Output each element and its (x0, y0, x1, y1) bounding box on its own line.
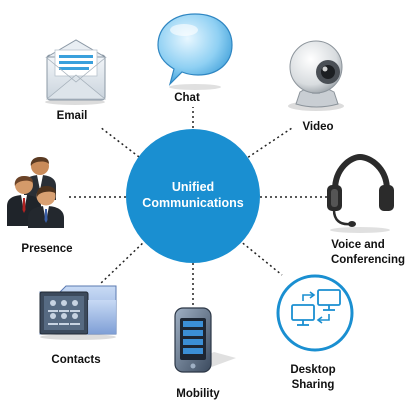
folder-contacts-icon (39, 285, 117, 340)
speech-bubble-icon (157, 13, 233, 90)
label-voice-line1: Voice and (331, 239, 384, 251)
node-desktop: Desktop Sharing (276, 274, 354, 391)
connector-contacts (99, 239, 147, 285)
hub: Unified Communications (126, 129, 260, 263)
node-voice: Voice and Conferencing (327, 153, 405, 266)
label-email-line1: Email (57, 110, 88, 122)
label-mobility-line1: Mobility (176, 388, 220, 400)
people-icon (7, 157, 64, 228)
label-contacts-line1: Contacts (51, 354, 100, 366)
connector-desktop (238, 239, 283, 276)
connectors (68, 107, 328, 306)
hub-circle (126, 129, 260, 263)
node-chat: Chat (157, 13, 233, 104)
label-desktop-line2: Sharing (292, 379, 335, 391)
connector-email (99, 126, 144, 161)
phone-icon (174, 307, 236, 373)
label-chat-line1: Chat (174, 92, 200, 104)
screen-share-icon (276, 274, 354, 352)
label-desktop-line1: Desktop (290, 364, 335, 376)
envelope-icon (45, 39, 107, 105)
node-presence: Presence (7, 157, 73, 255)
node-email: Email (45, 39, 107, 122)
label-presence-line1: Presence (21, 243, 72, 255)
connector-video (243, 127, 293, 161)
node-mobility: Mobility (174, 307, 236, 400)
node-contacts: Contacts (39, 285, 117, 366)
label-video-line1: Video (302, 121, 333, 133)
webcam-icon (288, 40, 344, 111)
hub-title-line1: Unified (172, 180, 214, 194)
label-voice-line2: Conferencing (331, 254, 405, 266)
headset-icon (327, 153, 394, 233)
hub-title-line2: Communications (142, 196, 243, 210)
node-video: Video (288, 40, 344, 133)
